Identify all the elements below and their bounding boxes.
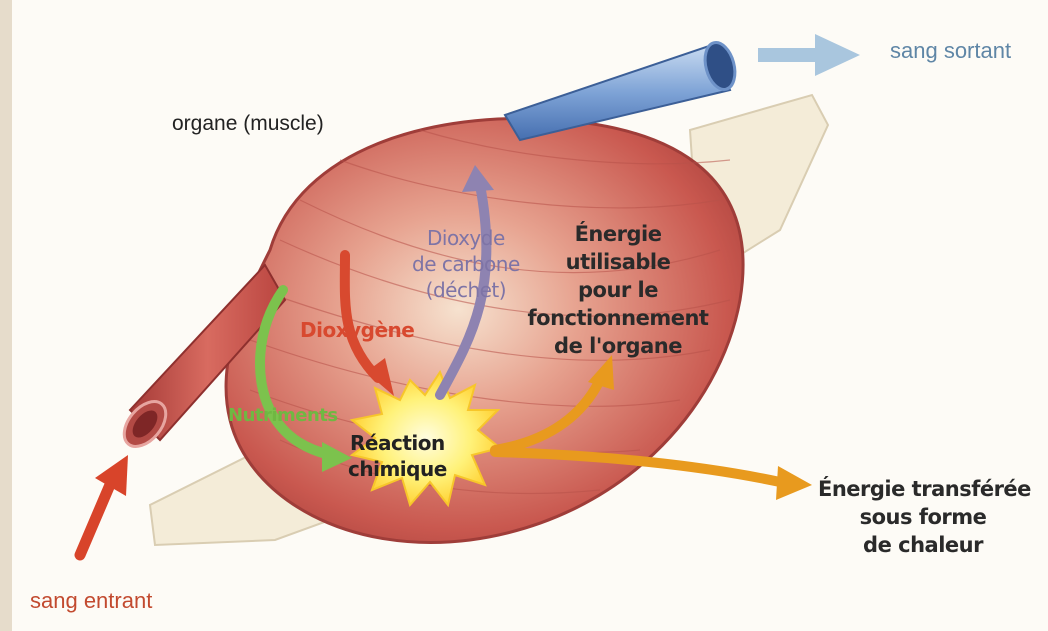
usable-energy-line-3: pour le	[518, 276, 718, 304]
co2-label: Dioxyde de carbone (déchet)	[412, 225, 520, 303]
blood-out-arrow	[758, 34, 860, 76]
usable-energy-line-2: utilisable	[518, 248, 718, 276]
co2-label-line-3: (déchet)	[412, 277, 520, 303]
usable-energy-label: Énergie utilisable pour le fonctionnemen…	[518, 220, 718, 360]
usable-energy-line-5: de l'organe	[518, 332, 718, 360]
organ-label: organe (muscle)	[172, 112, 324, 136]
reaction-label-line-2: chimique	[348, 456, 447, 482]
blood-in-label: sang entrant	[30, 588, 152, 614]
heat-energy-label: Énergie transférée sous forme de chaleur	[818, 475, 1028, 559]
co2-label-line-2: de carbone	[412, 251, 520, 277]
blood-out-label: sang sortant	[890, 38, 1011, 64]
reaction-label-line-1: Réaction	[348, 430, 447, 456]
heat-energy-line-1: Énergie transférée	[818, 475, 1028, 503]
oxygen-label: Dioxygène	[300, 318, 414, 342]
usable-energy-line-1: Énergie	[518, 220, 718, 248]
usable-energy-line-4: fonctionnement	[518, 304, 718, 332]
reaction-label: Réaction chimique	[348, 430, 447, 482]
nutrients-label: Nutriments	[228, 405, 338, 426]
heat-energy-line-2: sous forme	[818, 503, 1028, 531]
co2-label-line-1: Dioxyde	[412, 225, 520, 251]
page-edge	[0, 0, 12, 631]
blood-in-arrow	[80, 455, 128, 555]
heat-energy-line-3: de chaleur	[818, 531, 1028, 559]
